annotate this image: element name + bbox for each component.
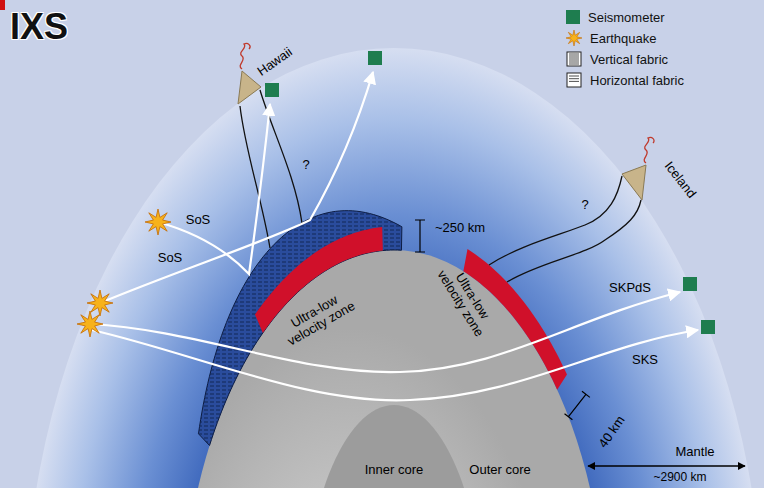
seismometer (265, 83, 279, 97)
layer-name: Mantle (675, 445, 714, 459)
fabric-dome (198, 211, 401, 446)
earthquake (145, 209, 171, 235)
dimension: 40 km (596, 413, 628, 450)
dimension: ~2900 km (653, 471, 706, 484)
zone-name: Ultra-low velocity zone (430, 254, 502, 345)
legend-symbol (566, 51, 582, 67)
legend-row: Earthquake (566, 29, 657, 47)
volcano (238, 71, 261, 104)
legend-symbol (566, 30, 582, 46)
seismometer (368, 51, 382, 65)
seismometer (701, 320, 715, 334)
seismometer (683, 277, 697, 291)
thickness-bracket (415, 220, 425, 252)
seismic-ray (90, 292, 680, 372)
seismic-ray (100, 72, 373, 303)
plume-line (507, 200, 641, 282)
zone-name: Ultra-low velocity zone (272, 283, 364, 353)
thickness-bracket (565, 391, 590, 420)
ray-name: SKPdS (609, 281, 651, 295)
inner-core (302, 405, 486, 488)
title: IXS (10, 6, 68, 48)
dimension: ~250 km (435, 221, 485, 235)
ray-name: SKS (632, 353, 658, 367)
place-name: Iceland (661, 159, 698, 201)
volcano (622, 165, 646, 200)
seismic-ray (92, 330, 698, 400)
layer-name: Outer core (469, 463, 530, 477)
ray-name: SoS (186, 213, 211, 227)
place-name: Hawaii (255, 45, 295, 79)
plume-line (260, 90, 302, 223)
legend-row: Seismometer (566, 8, 665, 26)
legend-text: Vertical fabric (590, 52, 668, 67)
corner-accent (0, 0, 5, 10)
seismic-ray (158, 104, 270, 274)
smoke-swirl (644, 137, 654, 163)
earthquake (87, 290, 113, 316)
ray-name: SoS (158, 251, 183, 265)
legend-row: Vertical fabric (566, 50, 668, 68)
earthquake (77, 311, 103, 337)
layer-name: Inner core (365, 463, 424, 477)
legend-text: Horizontal fabric (590, 73, 684, 88)
smoke-swirl (240, 43, 250, 69)
plume-line (489, 176, 622, 265)
question-mark: ? (302, 158, 309, 172)
legend-text: Seismometer (588, 10, 665, 25)
legend-text: Earthquake (590, 31, 657, 46)
legend-row: Horizontal fabric (566, 71, 684, 89)
dimension-arrow (588, 465, 745, 466)
legend-symbol (566, 72, 582, 88)
question-mark: ? (581, 198, 588, 212)
mantle (24, 48, 764, 488)
legend-swatch (566, 10, 580, 24)
